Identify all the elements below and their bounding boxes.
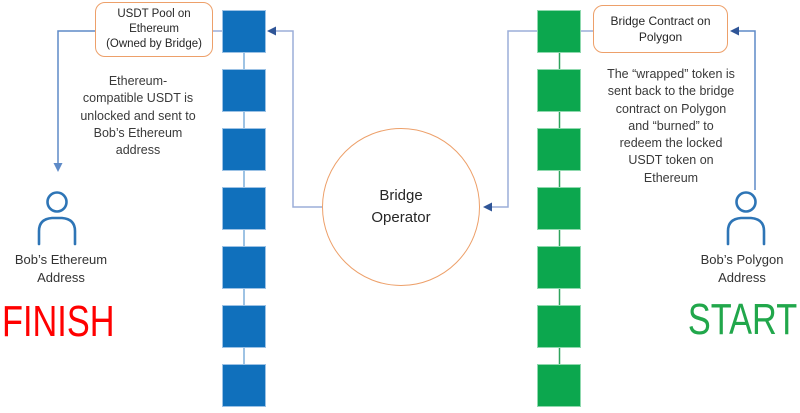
arrow-pool-to-bob-head [53, 163, 63, 172]
ethereum-block [222, 69, 266, 112]
ethereum-block [222, 364, 266, 407]
finish-label: FINISH [2, 297, 115, 346]
start-label: START [687, 295, 797, 344]
polygon-block [537, 128, 581, 171]
polygon-block [537, 69, 581, 112]
arrow-operator-to-pool-head [267, 26, 276, 36]
polygon-block [537, 364, 581, 407]
person-icon [37, 191, 77, 246]
ethereum-block [222, 187, 266, 230]
ethereum-block [222, 128, 266, 171]
ethereum-note: Ethereum- compatible USDT is unlocked an… [80, 74, 196, 157]
polygon-block [537, 246, 581, 289]
bob-ethereum-address-label: Bob’s Ethereum Address [14, 252, 108, 285]
arrow-bob-to-contract-head [730, 26, 739, 36]
usdt-pool-label: USDT Pool on Ethereum (Owned by Bridge) [106, 8, 202, 50]
polygon-block [537, 305, 581, 348]
person-icon [726, 191, 766, 246]
polygon-block [537, 10, 581, 53]
arrow-operator-to-pool [276, 30, 323, 208]
ethereum-chain-column [222, 10, 266, 407]
ethereum-block [222, 246, 266, 289]
bob-polygon-address-label: Bob’s Polygon Address [700, 252, 784, 285]
arrow-polygon-to-operator [492, 30, 537, 208]
bridge-operator-label: Bridge Operator [371, 186, 431, 227]
usdt-pool-box: USDT Pool on Ethereum (Owned by Bridge) [95, 2, 213, 57]
bridge-operator-circle: Bridge Operator [322, 128, 480, 286]
bridge-contract-box: Bridge Contract on Polygon [593, 5, 728, 53]
ethereum-block [222, 10, 266, 53]
polygon-chain-column [537, 10, 581, 407]
arrow-polygon-to-operator-head [483, 202, 492, 212]
polygon-note: The “wrapped” token is sent back to the … [607, 67, 735, 185]
ethereum-block [222, 305, 266, 348]
bridge-contract-label: Bridge Contract on Polygon [610, 13, 711, 44]
polygon-block [537, 187, 581, 230]
